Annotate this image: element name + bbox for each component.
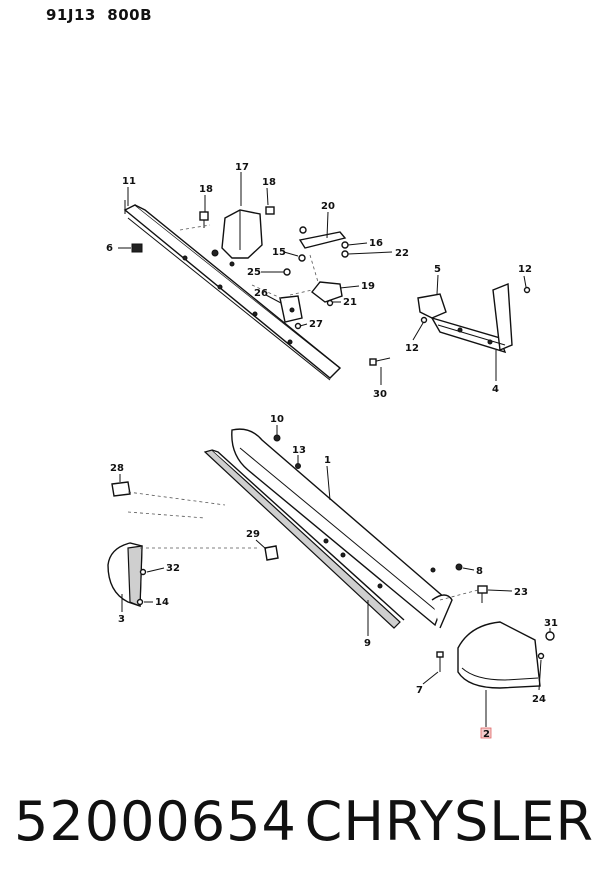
callout-10: 10 [270,414,284,425]
reinforcement-bar [123,200,342,381]
callout-27: 27 [309,319,323,330]
callout-12a: 12 [518,264,532,275]
callout-23: 23 [514,587,528,598]
callout-12b: 12 [405,343,419,354]
brand-name: CHRYSLER [304,790,594,853]
callout-19: 19 [361,281,375,292]
callout-2-marker [480,727,492,739]
nut-small [430,567,436,573]
callout-1: 1 [324,455,331,466]
callout-30: 30 [373,389,387,400]
part-number: 52000654 [14,790,297,853]
callout-5: 5 [434,264,441,275]
callout-18b: 18 [262,177,276,188]
callout-3: 3 [118,614,125,625]
callout-7: 7 [416,685,423,696]
callout-11: 11 [122,176,136,187]
bracket-26 [279,295,303,330]
bracket-4-5 [417,282,531,354]
callout-32: 32 [166,563,180,574]
callout-15: 15 [272,247,286,258]
nut-10 [273,434,281,442]
footer: 52000654 CHRYSLER [14,790,594,853]
diagram-code: 91J13 800B [46,6,153,24]
bracket-19 [289,254,343,307]
callout-16: 16 [369,238,383,249]
clip-6 [131,243,143,253]
callout-17: 17 [235,162,249,173]
callout-4: 4 [492,384,499,395]
callout-9: 9 [364,638,371,649]
callout-22: 22 [395,248,409,259]
isolator-29 [264,545,279,561]
callout-8: 8 [476,566,483,577]
bolt-8 [455,563,463,571]
callout-25: 25 [247,267,261,278]
bolt-7 [436,651,444,672]
callout-21: 21 [343,297,357,308]
end-cap-left [107,542,147,607]
bolt-18-right [265,206,275,215]
callout-24: 24 [532,694,546,705]
callout-2: 2 [483,729,490,740]
callout-18a: 18 [199,184,213,195]
guard-strip [203,449,405,629]
bumper-bar [231,428,453,629]
leader-lines [118,172,551,727]
bolt-23 [477,585,488,603]
stud-30 [369,357,391,366]
nut-13 [295,463,301,469]
callout-31: 31 [544,618,558,629]
end-cap-right [457,621,555,689]
isolator-28 [111,481,131,497]
callout-labels: 11 18 17 18 20 6 15 16 22 25 5 12 26 19 … [106,162,558,740]
callout-6: 6 [106,243,113,254]
callout-13: 13 [292,445,306,456]
callout-26: 26 [254,288,268,299]
callout-29: 29 [246,529,260,540]
bolt-18-left [199,211,209,228]
callout-20: 20 [321,201,335,212]
callout-14: 14 [155,597,169,608]
parts-diagram: 11 18 17 18 20 6 15 16 22 25 5 12 26 19 … [106,162,558,740]
callout-28: 28 [110,463,124,474]
bracket-20 [283,226,349,276]
bracket-17 [211,209,263,267]
